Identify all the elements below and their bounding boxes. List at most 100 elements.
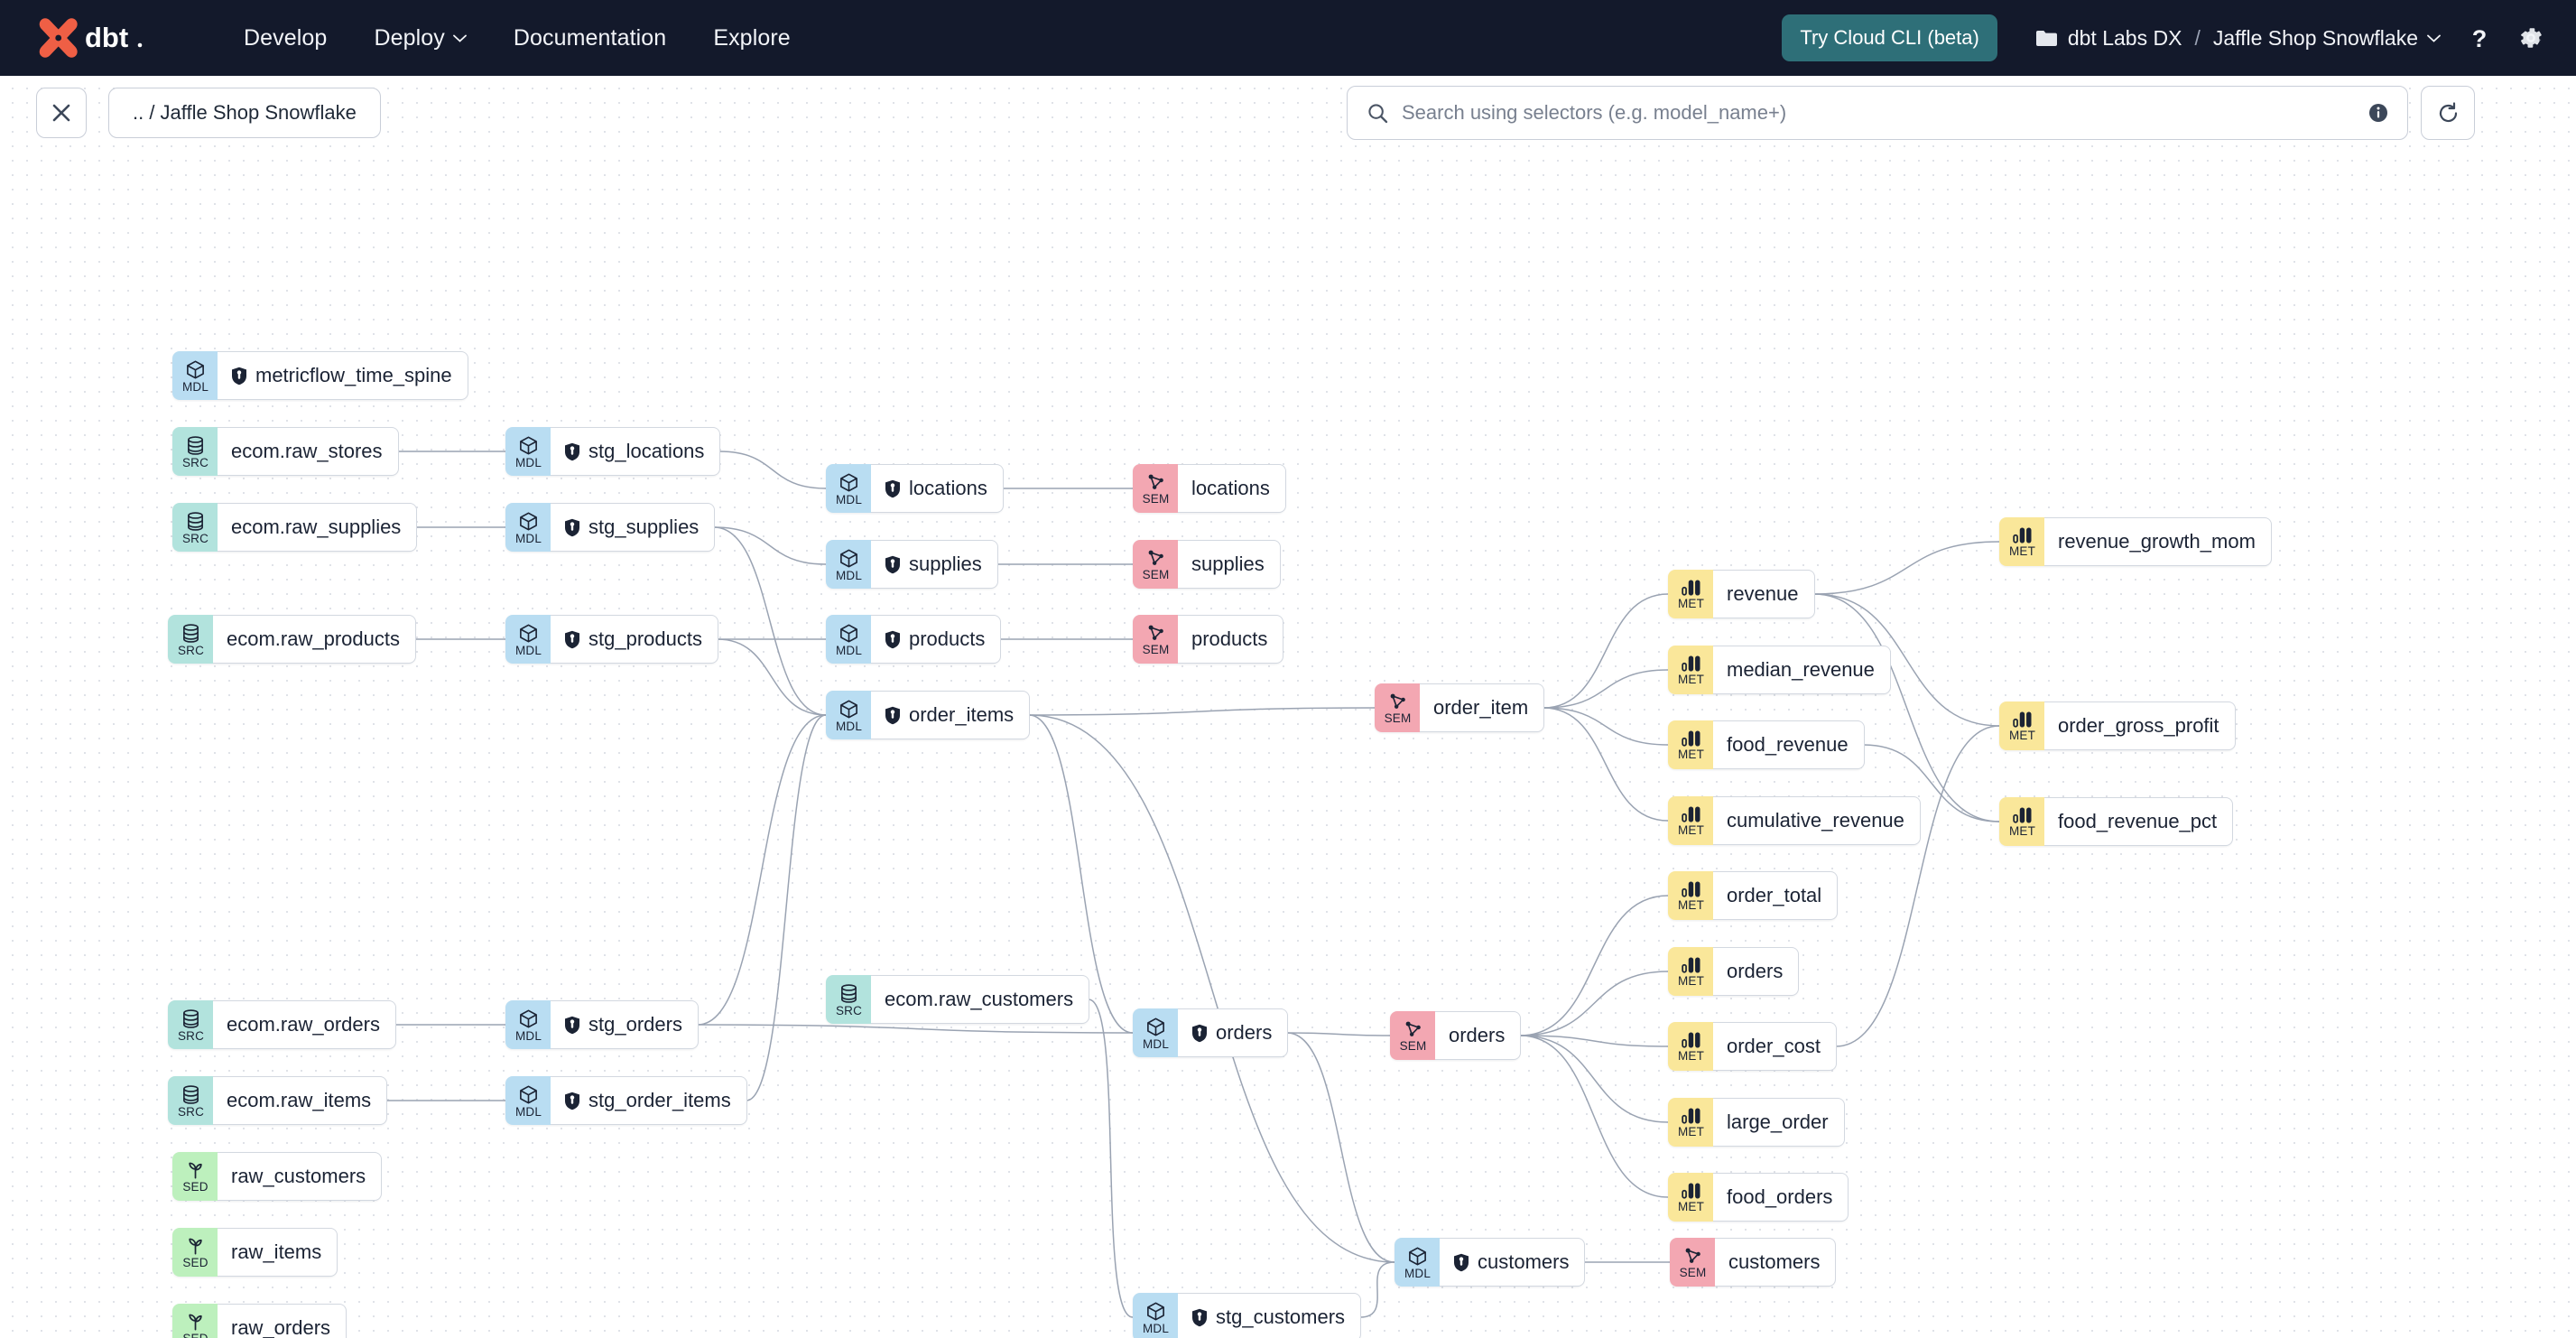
bar-chart-icon <box>1681 579 1701 597</box>
info-icon[interactable] <box>2368 102 2389 124</box>
gear-icon[interactable] <box>2518 25 2544 51</box>
node-body: ecom.raw_items <box>213 1076 388 1125</box>
node-type-label: SRC <box>177 1104 205 1119</box>
lineage-edge <box>717 638 827 716</box>
dbt-logo[interactable]: dbt <box>34 16 171 60</box>
breadcrumb-account[interactable]: dbt Labs DX <box>2067 25 2182 50</box>
public-access-shield-icon <box>885 706 901 725</box>
node-type-badge-met: MET <box>1999 517 2044 566</box>
node-type-badge-mdl: MDL <box>826 540 871 589</box>
node-type-badge-mdl: MDL <box>505 427 551 476</box>
lineage-node-ecom_raw_items[interactable]: SRC ecom.raw_items <box>168 1076 388 1125</box>
node-type-label: SED <box>182 1180 208 1194</box>
node-type-badge-mdl: MDL <box>505 503 551 552</box>
lineage-edge <box>1543 669 1669 709</box>
node-body: customers <box>1440 1238 1586 1287</box>
node-label: supplies <box>1191 553 1265 575</box>
database-icon <box>181 1084 200 1105</box>
nav-link-develop[interactable]: Develop <box>220 18 350 59</box>
public-access-shield-icon <box>564 630 580 649</box>
node-body: order_items <box>871 691 1031 739</box>
public-access-shield-icon <box>1453 1253 1469 1272</box>
node-label: stg_order_items <box>588 1089 731 1111</box>
node-type-label: SEM <box>1142 492 1170 506</box>
node-type-badge-sem: SEM <box>1133 464 1178 513</box>
search-box[interactable] <box>1347 86 2408 140</box>
refresh-lineage-button[interactable] <box>2421 86 2475 140</box>
node-type-label: MDL <box>835 643 863 657</box>
node-type-label: MDL <box>514 531 542 545</box>
lineage-breadcrumb-chip[interactable]: .. / Jaffle Shop Snowflake <box>108 88 381 138</box>
bar-chart-icon <box>1681 805 1701 823</box>
svg-text:?: ? <box>2472 25 2488 51</box>
node-type-badge-mdl: MDL <box>1395 1238 1440 1287</box>
cube-icon <box>1145 1017 1166 1037</box>
node-label: metricflow_time_spine <box>255 364 452 386</box>
database-icon <box>181 623 200 644</box>
node-graph-icon <box>1145 472 1166 492</box>
node-type-label: MDL <box>181 379 209 394</box>
node-label: order_gross_profit <box>2058 714 2219 737</box>
breadcrumb-project-label: Jaffle Shop Snowflake <box>2212 25 2418 50</box>
nav-link-deploy[interactable]: Deploy <box>350 18 489 59</box>
breadcrumb-separator: / <box>2194 25 2201 50</box>
close-lineage-button[interactable] <box>36 88 87 138</box>
bar-chart-icon <box>1681 655 1701 673</box>
refresh-icon <box>2439 101 2457 122</box>
nav-link-documentation[interactable]: Documentation <box>490 18 690 59</box>
try-cloud-cli-button[interactable]: Try Cloud CLI (beta) <box>1782 14 1997 61</box>
node-type-badge-src: SRC <box>168 1076 213 1125</box>
node-body: stg_products <box>551 615 718 664</box>
nav-link-explore[interactable]: Explore <box>690 18 813 59</box>
explore-toolbar: .. / Jaffle Shop Snowflake <box>0 76 2576 150</box>
node-label: order_items <box>909 703 1015 726</box>
lineage-node-metricflow_time_spine[interactable]: MDL metricflow_time_spine <box>172 351 468 400</box>
search-input[interactable] <box>1402 101 2354 125</box>
question-mark-icon[interactable]: ? <box>2468 24 2491 51</box>
node-label: ecom.raw_stores <box>231 440 383 462</box>
node-label: ecom.raw_items <box>227 1089 372 1111</box>
bar-chart-icon <box>2012 711 2033 729</box>
breadcrumb-project[interactable]: Jaffle Shop Snowflake <box>2213 26 2441 51</box>
node-type-badge-mdl: MDL <box>826 615 871 664</box>
